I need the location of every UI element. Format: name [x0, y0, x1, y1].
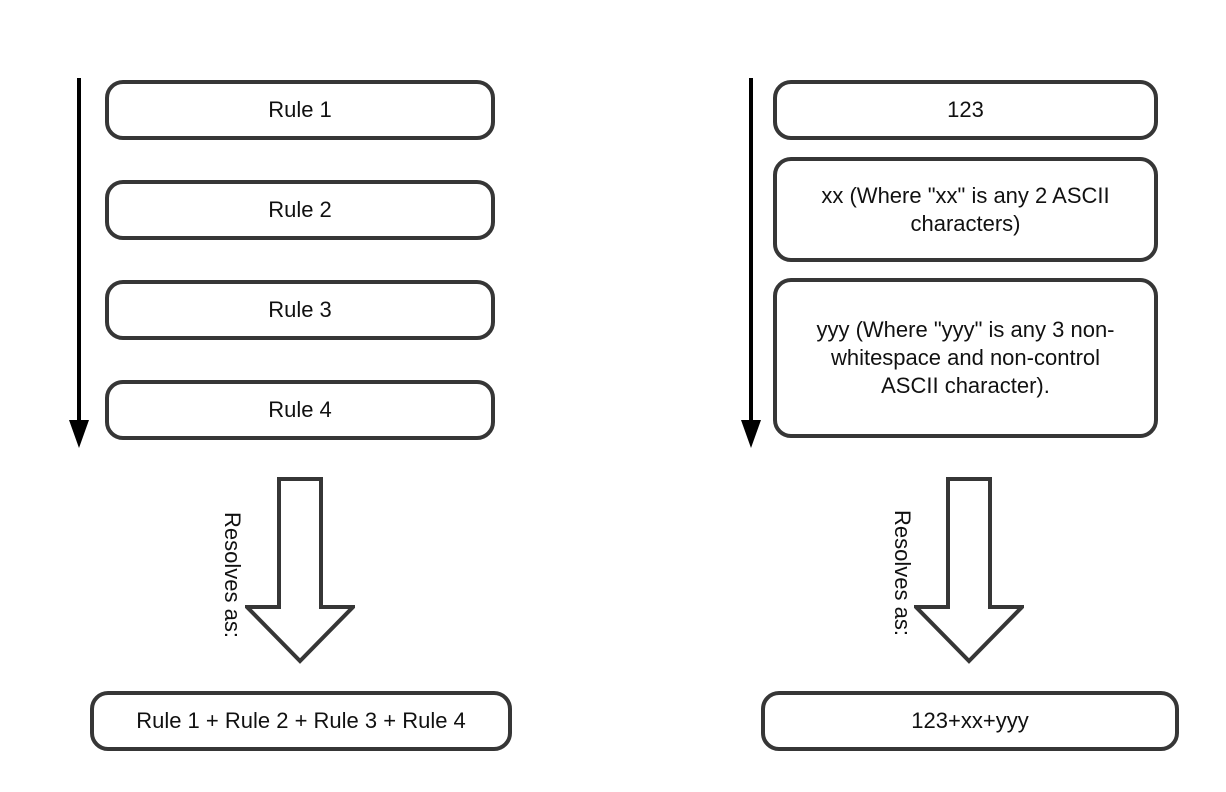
right-resolves-as-label: Resolves as: [890, 510, 915, 636]
left-rule-label-2: Rule 2 [268, 197, 332, 222]
right-rule-box-xx: xx (Where "xx" is any 2 ASCII characters… [773, 157, 1158, 262]
right-resolves-arrow-icon [914, 477, 1024, 664]
left-resolves-arrow-icon [245, 477, 355, 664]
left-sequence-arrow-icon [69, 78, 89, 448]
left-rule-box-3: Rule 3 [105, 280, 495, 340]
left-result-label: Rule 1 + Rule 2 + Rule 3 + Rule 4 [136, 708, 466, 733]
right-rule-label-xx: xx (Where "xx" is any 2 ASCII characters… [821, 182, 1110, 236]
left-rule-box-2: Rule 2 [105, 180, 495, 240]
right-rule-label-123: 123 [947, 97, 984, 122]
right-sequence-arrow-icon [741, 78, 761, 448]
right-rule-box-123: 123 [773, 80, 1158, 140]
left-resolves-as-label: Resolves as: [220, 512, 245, 638]
right-result-box: 123+xx+yyy [761, 691, 1179, 751]
right-rule-label-yyy: yyy (Where "yyy" is any 3 non- whitespac… [816, 317, 1115, 398]
left-rule-box-1: Rule 1 [105, 80, 495, 140]
right-result-label: 123+xx+yyy [911, 708, 1029, 733]
right-rule-box-yyy: yyy (Where "yyy" is any 3 non- whitespac… [773, 278, 1158, 438]
left-rule-label-4: Rule 4 [268, 397, 332, 422]
left-rule-label-1: Rule 1 [268, 97, 332, 122]
left-result-box: Rule 1 + Rule 2 + Rule 3 + Rule 4 [90, 691, 512, 751]
left-rule-label-3: Rule 3 [268, 297, 332, 322]
left-rule-box-4: Rule 4 [105, 380, 495, 440]
